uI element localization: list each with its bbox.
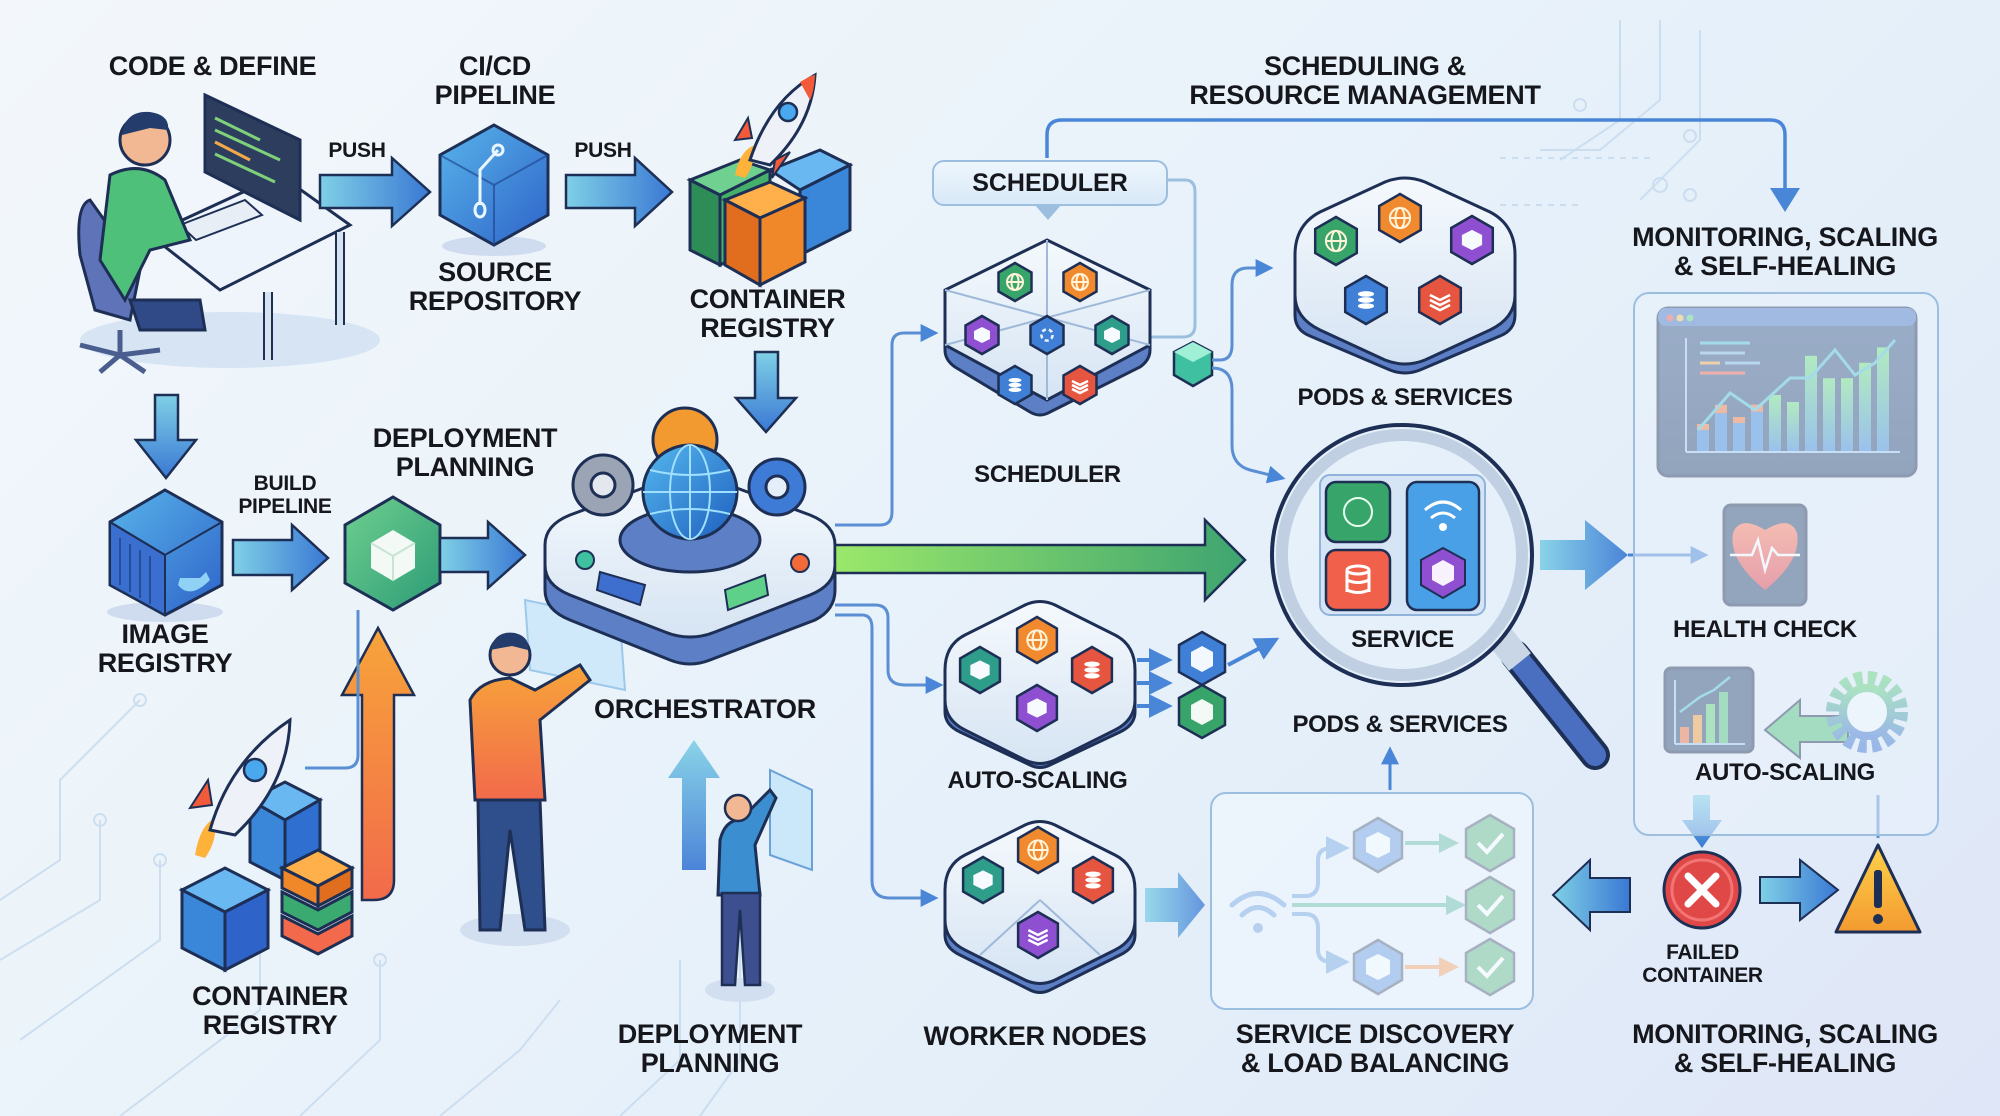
gray-gear	[571, 453, 635, 517]
worker-layers-icon	[1016, 910, 1060, 960]
scaled-pod-blue	[1177, 630, 1227, 687]
worker-to-discovery-arrow	[1145, 872, 1205, 938]
healing-to-discovery-arrow	[1551, 857, 1631, 933]
developer-at-desk-icon	[77, 92, 380, 375]
auto-scaling-right-label: AUTO-SCALING	[1695, 759, 1875, 786]
warning-triangle-icon	[1834, 843, 1922, 934]
rocket-containers-icon-bottom	[178, 717, 356, 973]
green-cube-icon	[343, 495, 442, 612]
teal-cube-icon	[1172, 340, 1214, 388]
pods-globe-icon	[1313, 215, 1359, 267]
scheduling-resource-header: SCHEDULING & RESOURCE MANAGEMENT	[1189, 51, 1541, 111]
container-registry-top-label: CONTAINER REGISTRY	[689, 284, 846, 344]
person-at-screen-icon	[705, 768, 813, 1002]
source-repository-label: SOURCE REPOSITORY	[408, 257, 582, 317]
planning-to-orchestrator-arrow	[438, 519, 527, 591]
planning-up-arrow	[668, 740, 720, 870]
git-cube-icon	[438, 123, 550, 256]
build-pipeline-arrow	[231, 522, 330, 593]
orchestrator-globe-gears-icon	[543, 406, 837, 666]
monitoring-panel	[1633, 292, 1939, 836]
scheduler-to-pods-connectors	[1211, 259, 1286, 484]
push-label-2: PUSH	[574, 139, 632, 162]
auto-scaling-mid-label: AUTO-SCALING	[947, 767, 1128, 794]
scheduler-pod-layers-icon	[1062, 364, 1098, 406]
orange-up-arrow	[339, 625, 417, 902]
failed-container-label: FAILED CONTAINER	[1642, 941, 1763, 987]
autoscale-cube-icon	[958, 645, 1002, 695]
service-discovery-label: SERVICE DISCOVERY & LOAD BALANCING	[1235, 1019, 1515, 1079]
scheduler-callout: SCHEDULER	[932, 160, 1168, 220]
scheduler-pod-cube-icon-2	[1094, 314, 1130, 356]
pods-cube-icon	[1449, 214, 1495, 266]
blue-gear	[747, 457, 807, 517]
worker-nodes-label: WORKER NODES	[923, 1021, 1147, 1051]
monitoring-footer: MONITORING, SCALING & SELF-HEALING	[1632, 1019, 1938, 1079]
scheduler-pod-db-icon	[997, 364, 1033, 406]
pods-services-mid-label: PODS & SERVICES	[1292, 711, 1508, 738]
pods-web-icon	[1377, 192, 1423, 244]
engineer-at-screen-icon	[460, 598, 627, 946]
pods-services-top-label: PODS & SERVICES	[1297, 384, 1513, 411]
cicd-pipeline-label: CI/CD PIPELINE	[434, 51, 556, 111]
rocket-to-planning-line	[305, 610, 360, 770]
autoscale-out-arrows	[1137, 637, 1280, 718]
service-to-health-arrow	[1540, 520, 1628, 590]
service-label: SERVICE	[1351, 626, 1454, 653]
scheduling-to-monitoring-line	[1045, 118, 1787, 190]
autoscale-box-icon	[1015, 683, 1059, 733]
scheduler-pod-web-icon	[1062, 261, 1098, 303]
autoscale-db-icon	[1070, 645, 1114, 695]
pods-layers-icon	[1417, 274, 1463, 326]
container-registry-bottom-label: CONTAINER REGISTRY	[192, 981, 348, 1041]
error-x-icon	[1662, 850, 1742, 930]
worker-cube-icon	[961, 855, 1005, 905]
registry-to-orchestrator-arrow	[733, 350, 799, 434]
push-label-1: PUSH	[328, 139, 386, 162]
push-arrow-2	[564, 155, 674, 229]
monitoring-header: MONITORING, SCALING & SELF-HEALING	[1632, 222, 1938, 282]
image-registry-label: IMAGE REGISTRY	[97, 619, 233, 679]
pods-db-icon	[1343, 274, 1389, 326]
scheduler-label: SCHEDULER	[974, 461, 1121, 488]
scheduler-callout-line	[1143, 178, 1197, 339]
scheduler-core-gear-icon	[1029, 314, 1065, 356]
scheduling-to-monitoring-arrowhead	[1770, 188, 1800, 212]
magnifier-icon	[1270, 423, 1610, 770]
orchestrator-to-service-arrow	[833, 516, 1247, 604]
rocket-containers-icon-top	[686, 72, 854, 288]
scaled-pod-green	[1177, 683, 1227, 740]
scheduler-pod-globe-icon	[997, 261, 1033, 303]
docker-container-icon	[107, 488, 224, 622]
push-arrow-1	[318, 155, 432, 229]
orchestrator-label: ORCHESTRATOR	[594, 694, 816, 724]
worker-db-icon	[1071, 855, 1115, 905]
autoscale-web-icon	[1015, 615, 1059, 665]
worker-web-icon	[1016, 825, 1060, 875]
orchestrator-connectors	[835, 324, 944, 907]
code-define-label: CODE & DEFINE	[108, 51, 317, 81]
service-discovery-panel	[1210, 792, 1534, 1010]
deployment-planning-top-label: DEPLOYMENT PLANNING	[372, 423, 558, 483]
failed-to-warning-arrow	[1759, 857, 1840, 923]
developer-to-image-arrow	[133, 393, 199, 481]
health-check-label: HEALTH CHECK	[1673, 616, 1857, 643]
deployment-planning-bottom-label: DEPLOYMENT PLANNING	[617, 1019, 803, 1079]
scheduler-pod-cube-icon	[964, 314, 1000, 356]
build-pipeline-label: BUILD PIPELINE	[238, 472, 332, 518]
